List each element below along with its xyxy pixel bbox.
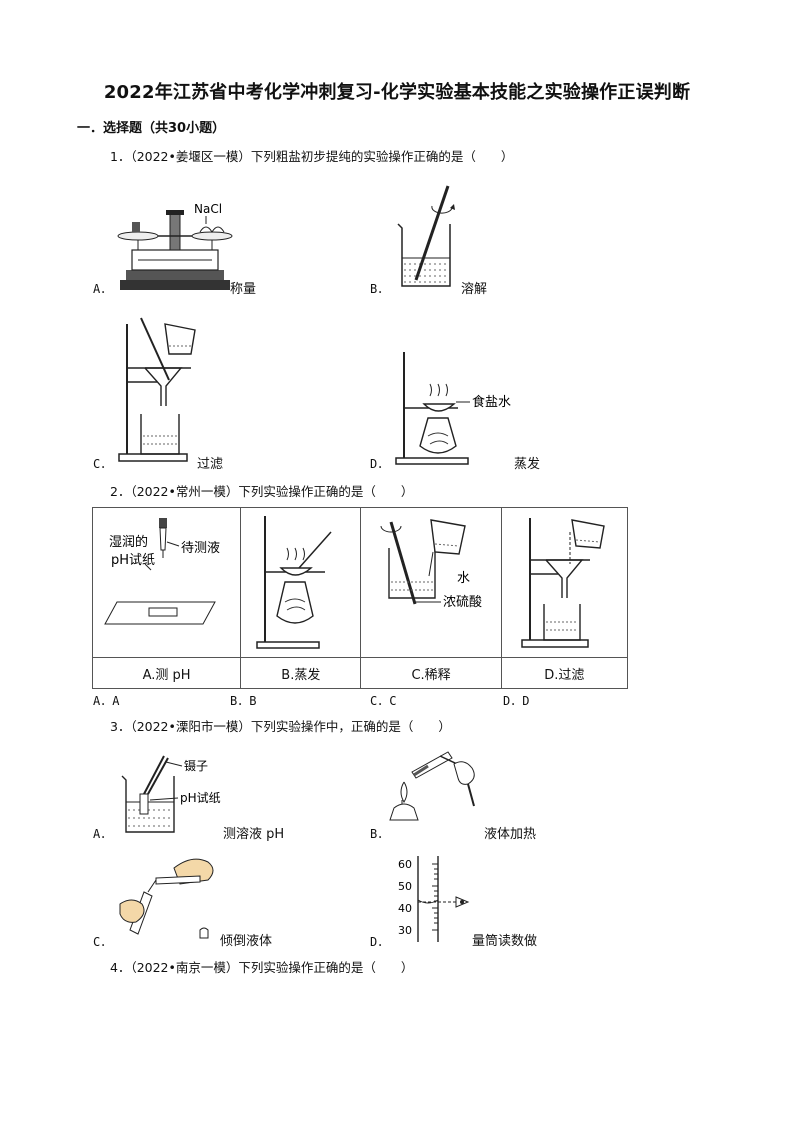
question-4-text: 4．（2022•南京一模）下列实验操作正确的是（ ） <box>110 960 414 975</box>
section-heading: 一．选择题（共30小题） <box>77 121 226 136</box>
water-label: 水 <box>457 571 470 586</box>
q2-answer-b: B．B <box>230 694 257 708</box>
q2-answer-a: A．A <box>93 694 120 708</box>
filtration-illustration <box>118 317 196 462</box>
ph-tweezers-illustration: 镊子 pH试纸 <box>121 755 221 833</box>
question-2-text: 2．（2022•常州一模）下列实验操作正确的是（ ） <box>110 484 414 499</box>
liquid-heating-illustration <box>389 751 475 821</box>
q2-answer-c: C．C <box>370 694 397 708</box>
q3-option-c-caption: 倾倒液体 <box>220 934 273 949</box>
q2-caption-a: A.测 pH <box>91 657 242 689</box>
q3-option-b-caption: 液体加热 <box>484 827 537 842</box>
q1-option-d-letter: D． <box>370 457 390 471</box>
q2-caption-d: D.过滤 <box>500 657 629 689</box>
q1-option-b-caption: 溶解 <box>461 282 488 297</box>
salt-water-label: 食盐水 <box>472 394 511 410</box>
q2-caption-b: B.蒸发 <box>240 657 362 689</box>
q1-option-b-letter: B． <box>370 282 390 296</box>
nacl-label: NaCl <box>194 202 222 216</box>
balance-illustration: NaCl <box>117 202 233 290</box>
q1-option-d-caption: 蒸发 <box>514 457 541 472</box>
ph-paper-label: pH试纸 <box>180 790 221 805</box>
scale-50: 50 <box>398 880 412 893</box>
evaporation-illustration: 食盐水 <box>395 352 511 465</box>
scale-60: 60 <box>398 858 412 871</box>
dilution-illustration: 水 浓硫酸 <box>380 519 483 610</box>
scale-40: 40 <box>398 902 412 915</box>
ph-label-wet: 湿润的 <box>109 534 148 550</box>
ph-test-illustration: 湿润的 pH试纸 待测液 <box>104 518 220 625</box>
q2-answer-d: D．D <box>503 694 530 708</box>
q2-cell-d <box>500 507 629 658</box>
tweezers-label: 镊子 <box>184 759 208 773</box>
document-title: 2022年江苏省中考化学冲刺复习-化学实验基本技能之实验操作正误判断 <box>103 82 691 103</box>
q2-caption-c: C.稀释 <box>360 657 502 689</box>
sulfuric-acid-label: 浓硫酸 <box>443 595 482 610</box>
question-1-text: 1．（2022•姜堰区一模）下列粗盐初步提纯的实验操作正确的是（ ） <box>110 149 514 164</box>
q2-cell-b <box>240 507 362 658</box>
q2-cell-c: 水 浓硫酸 <box>360 507 502 658</box>
q2-cell-a: 湿润的 pH试纸 待测液 <box>91 507 242 658</box>
graduated-cylinder-illustration: 60 50 40 30 <box>398 856 470 942</box>
q2-options-table: 湿润的 pH试纸 待测液 <box>91 507 629 689</box>
question-3-text: 3．（2022•溧阳市一模）下列实验操作中，正确的是（ ） <box>110 719 451 734</box>
q3-option-a-caption: 测溶液 pH <box>223 827 285 842</box>
q3-option-b-letter: B． <box>370 827 390 841</box>
q1-option-c-caption: 过滤 <box>197 457 224 472</box>
q3-option-d-caption: 量筒读数做 <box>472 934 538 949</box>
q3-option-d-letter: D． <box>370 935 390 949</box>
q2-evaporation-illustration <box>256 516 332 649</box>
q1-option-a-letter: A． <box>93 282 113 296</box>
q1-option-c-letter: C． <box>93 457 113 471</box>
ph-label-solution: 待测液 <box>181 541 220 556</box>
scale-30: 30 <box>398 924 412 937</box>
pouring-liquid-illustration <box>119 858 214 939</box>
q2-filtration-illustration <box>520 518 605 648</box>
q1-option-a-caption: 称量 <box>230 282 257 297</box>
dissolve-beaker-illustration <box>397 185 455 287</box>
q3-option-a-letter: A． <box>93 827 113 841</box>
q3-option-c-letter: C． <box>93 935 113 949</box>
ph-label-paper: pH试纸 <box>111 553 155 568</box>
